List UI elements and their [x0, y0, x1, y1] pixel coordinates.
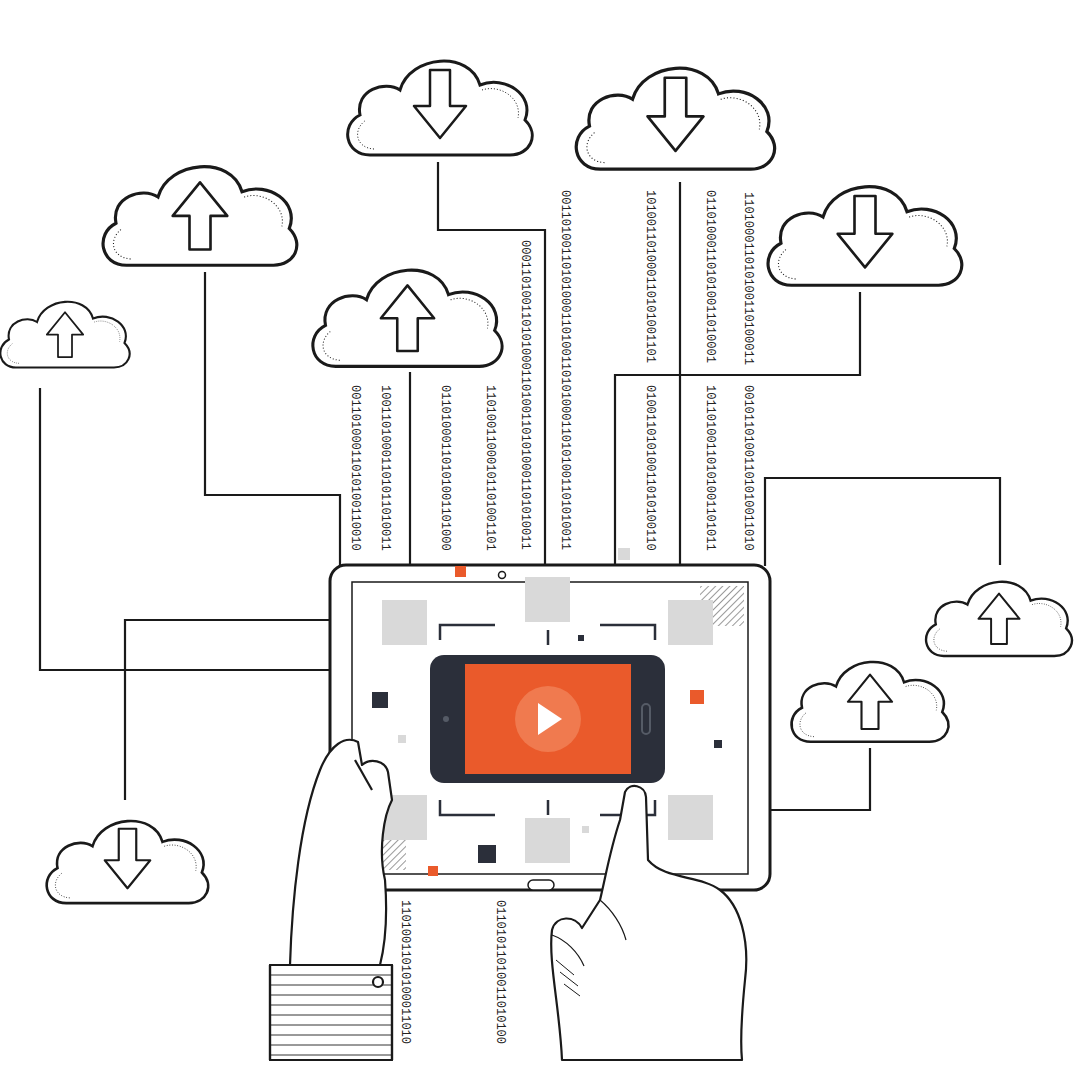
binary-stream: 01001101010011010100110	[643, 385, 657, 551]
binary-stream: 00101101001101010011010	[741, 385, 755, 551]
tablet	[330, 548, 770, 890]
binary-stream: 11010011000101101001101	[483, 385, 497, 551]
binary-stream: 110100011010100110100011	[741, 192, 755, 365]
clouds	[0, 61, 1071, 903]
binary-stream: 0011010011010100011010011010100011010100…	[558, 190, 572, 550]
binary-stream: 0001101001101010001101001101010001101010…	[518, 240, 532, 550]
binary-stream: 00110100011010100110010	[348, 385, 362, 551]
hands	[270, 740, 746, 1060]
binary-stream: 011010001101010011010001	[703, 190, 717, 363]
binary-stream: 10011010001101011010011	[378, 385, 392, 551]
binary-stream: 10110100110101001101011	[703, 385, 717, 551]
binary-stream: 01101011010011010100	[493, 900, 507, 1044]
binary-stream: 11010011010100011010	[398, 900, 412, 1044]
binary-stream: 101001101000110101001101	[643, 190, 657, 363]
binary-stream: 01101000110101001101000	[438, 385, 452, 551]
wires	[40, 162, 1000, 810]
